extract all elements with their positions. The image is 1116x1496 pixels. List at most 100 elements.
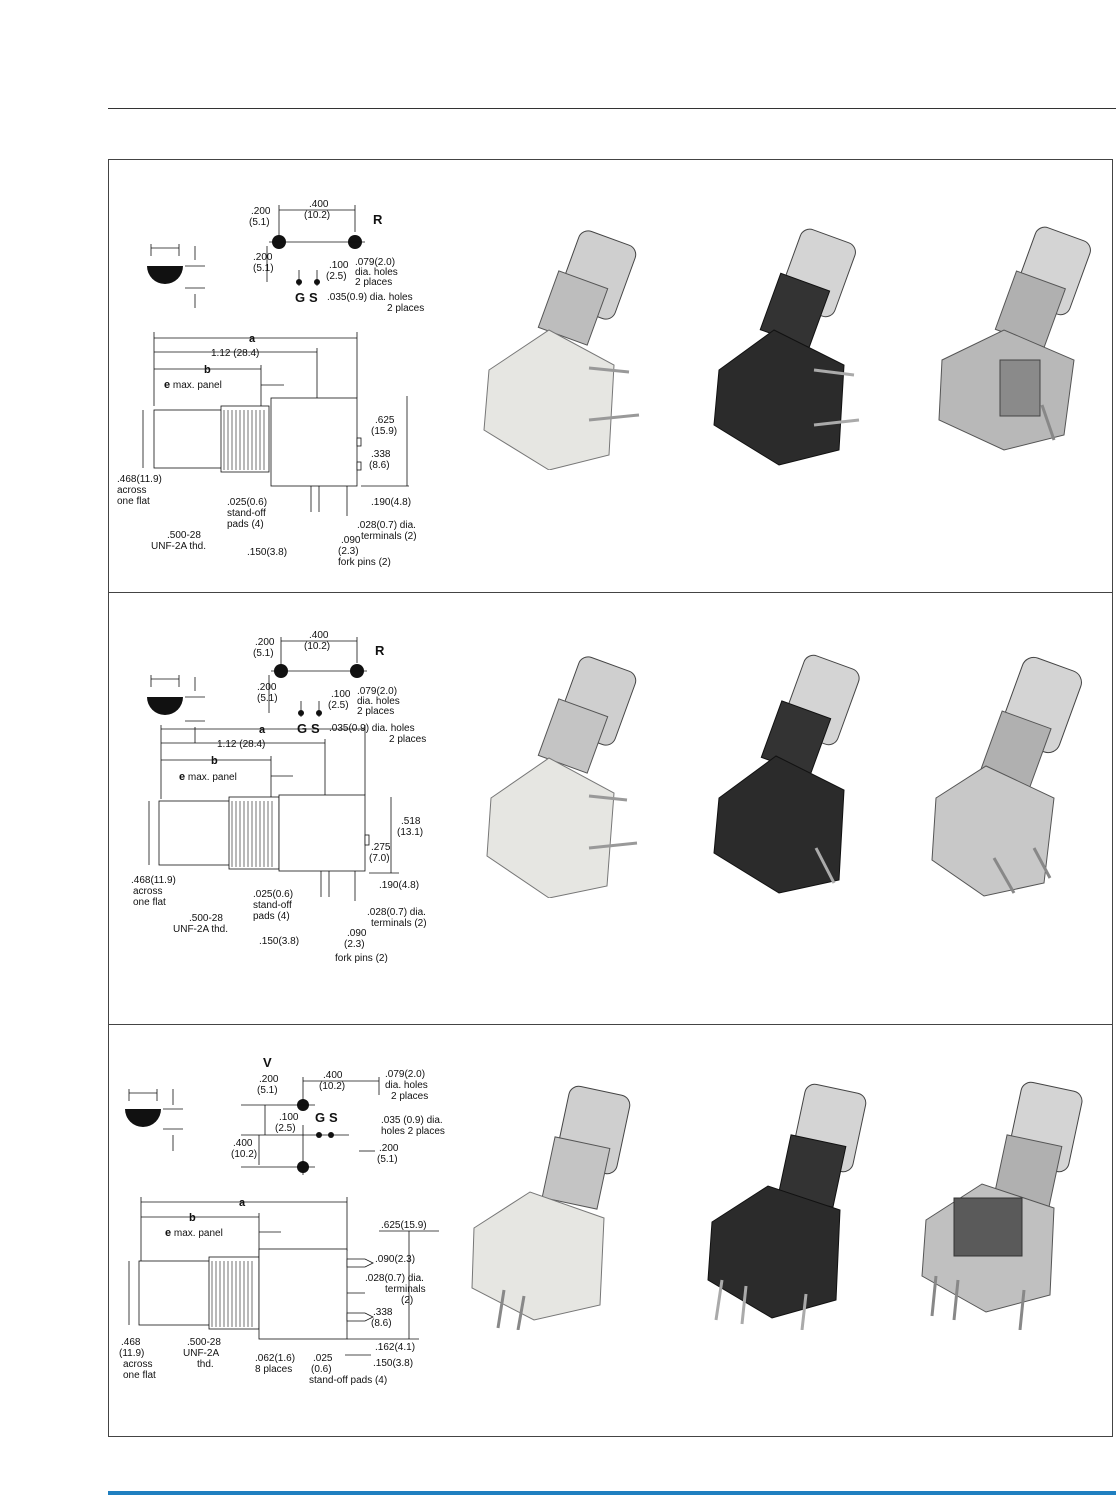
- dim-label: dia. holes: [385, 1080, 428, 1091]
- dim-label: .100: [329, 260, 349, 271]
- dim-label: .275: [371, 842, 391, 853]
- dim-a-label: a: [249, 333, 256, 345]
- dim-label: pads (4): [253, 911, 290, 922]
- dim-label: .500-28: [189, 913, 223, 924]
- header-rule: [108, 108, 1116, 109]
- dim-label: one flat: [123, 1370, 156, 1381]
- dim-label: (10.2): [231, 1149, 257, 1160]
- dim-label: 1.12 (28.4): [211, 348, 259, 359]
- dim-label: .625(15.9): [381, 1220, 427, 1231]
- dim-label: stand-off: [253, 900, 292, 911]
- dim-label: .190(4.8): [379, 880, 419, 891]
- dim-label: 2 places: [387, 303, 424, 314]
- dim-label: .200: [259, 1074, 279, 1085]
- dim-label: 2 places: [357, 706, 394, 717]
- dim-label: dia. holes: [355, 267, 398, 278]
- dimension-drawing-2: .200 (5.1) .400 (10.2) R .200 (5.1): [109, 593, 469, 1024]
- dim-label: .400: [323, 1070, 343, 1081]
- connector-photo-metal: [938, 226, 1091, 451]
- dim-label: (7.0): [369, 853, 390, 864]
- side-view-body: 1.12 (28.4) b e max. panel: [131, 725, 427, 964]
- dim-label: .625: [375, 415, 395, 426]
- dim-label: .200: [253, 252, 273, 263]
- side-view: a b e max. panel: [119, 1197, 439, 1386]
- connector-photo-white: [483, 230, 640, 470]
- pcb-footprint: .200 (5.1) .400 (10.2) R .200 (5.1): [253, 630, 426, 745]
- dim-label: (13.1): [397, 827, 423, 838]
- connector-table: .200 (5.1) .400 (10.2) R .200 (5.1): [108, 159, 1113, 1437]
- dim-label: .062(1.6): [255, 1353, 295, 1364]
- connector-row-2: .200 (5.1) .400 (10.2) R .200 (5.1): [109, 593, 1112, 1025]
- dim-label: one flat: [117, 496, 150, 507]
- dim-a-label: a: [239, 1197, 246, 1209]
- dim-label: .468(11.9): [131, 875, 176, 886]
- flat-symbol-icon: [125, 1089, 183, 1151]
- pattern-label: R: [375, 643, 385, 658]
- dim-label: .468: [121, 1337, 141, 1348]
- dim-label: .028(0.7) dia.: [367, 907, 426, 918]
- dim-label: fork pins (2): [338, 557, 391, 568]
- dim-label: pads (4): [227, 519, 264, 530]
- dim-label: 2 places: [391, 1091, 428, 1102]
- dim-label: .468(11.9): [117, 474, 162, 485]
- dim-label: 8 places: [255, 1364, 292, 1375]
- dim-label: .079(2.0): [385, 1069, 425, 1080]
- dim-b-label: b: [204, 364, 211, 376]
- connector-photo-black: [713, 228, 860, 466]
- side-view: a: [259, 724, 266, 736]
- dim-label: (5.1): [257, 693, 278, 704]
- signal-label: S: [309, 290, 318, 305]
- dim-label: (8.6): [369, 460, 390, 471]
- dim-label: .025(0.6): [227, 497, 267, 508]
- pcb-footprint: .200 (5.1) .400 (10.2) R .200 (5.1): [249, 199, 424, 314]
- dim-label: .028(0.7) dia.: [357, 520, 416, 531]
- dim-label: .090: [347, 928, 367, 939]
- dim-b-label: b: [211, 755, 218, 767]
- dim-label: .035 (0.9) dia.: [381, 1115, 443, 1126]
- dim-label: (11.9): [119, 1348, 144, 1359]
- dim-label: .100: [331, 689, 351, 700]
- dim-label: .100: [279, 1112, 299, 1123]
- dim-label: .035(0.9) dia. holes: [329, 723, 415, 734]
- dim-label: UNF-2A thd.: [173, 924, 228, 935]
- dim-label: (5.1): [249, 217, 270, 228]
- dim-label: .028(0.7) dia.: [365, 1273, 424, 1284]
- ground-label: G: [297, 721, 307, 736]
- dim-label: .190(4.8): [371, 497, 411, 508]
- dim-label: .150(3.8): [247, 547, 287, 558]
- dim-label: .338: [373, 1307, 393, 1318]
- dimension-drawing-1: .200 (5.1) .400 (10.2) R .200 (5.1): [109, 160, 469, 592]
- dim-label: stand-off pads (4): [309, 1375, 387, 1386]
- dim-label: across: [133, 886, 162, 897]
- dim-label: 2 places: [389, 734, 426, 745]
- dim-label: stand-off: [227, 508, 266, 519]
- pattern-label: R: [373, 212, 383, 227]
- connector-photo-white: [471, 1085, 631, 1330]
- connector-row-3: V .200 (5.1) .400 (10.2) .079(2.0) dia. …: [109, 1025, 1112, 1436]
- flat-symbol-icon: [147, 675, 205, 743]
- dim-label: (10.2): [319, 1081, 345, 1092]
- dim-label: .200: [255, 637, 275, 648]
- dim-label: dia. holes: [357, 696, 400, 707]
- dim-label: holes 2 places: [381, 1126, 445, 1137]
- dim-label: .162(4.1): [375, 1342, 415, 1353]
- dim-label: UNF-2A: [183, 1348, 219, 1359]
- dim-label: (15.9): [371, 426, 397, 437]
- dim-label: (10.2): [304, 210, 330, 221]
- dim-label: (2.3): [344, 939, 365, 950]
- dim-label: .400: [309, 630, 329, 641]
- dim-label: across: [123, 1359, 152, 1370]
- panel-label: e max. panel: [179, 771, 237, 783]
- dim-a-label: a: [259, 724, 266, 736]
- dim-label: UNF-2A thd.: [151, 541, 206, 552]
- connector-photo-metal: [921, 1081, 1083, 1330]
- ground-label: G: [295, 290, 305, 305]
- dim-label: (5.1): [253, 263, 274, 274]
- ground-label: G: [315, 1110, 325, 1125]
- dim-label: .150(3.8): [373, 1358, 413, 1369]
- dim-label: terminals: [385, 1284, 426, 1295]
- connector-photo-black: [713, 654, 860, 894]
- dim-label: .079(2.0): [355, 257, 395, 268]
- connector-photo-metal: [931, 656, 1082, 897]
- dim-label: .200: [251, 206, 271, 217]
